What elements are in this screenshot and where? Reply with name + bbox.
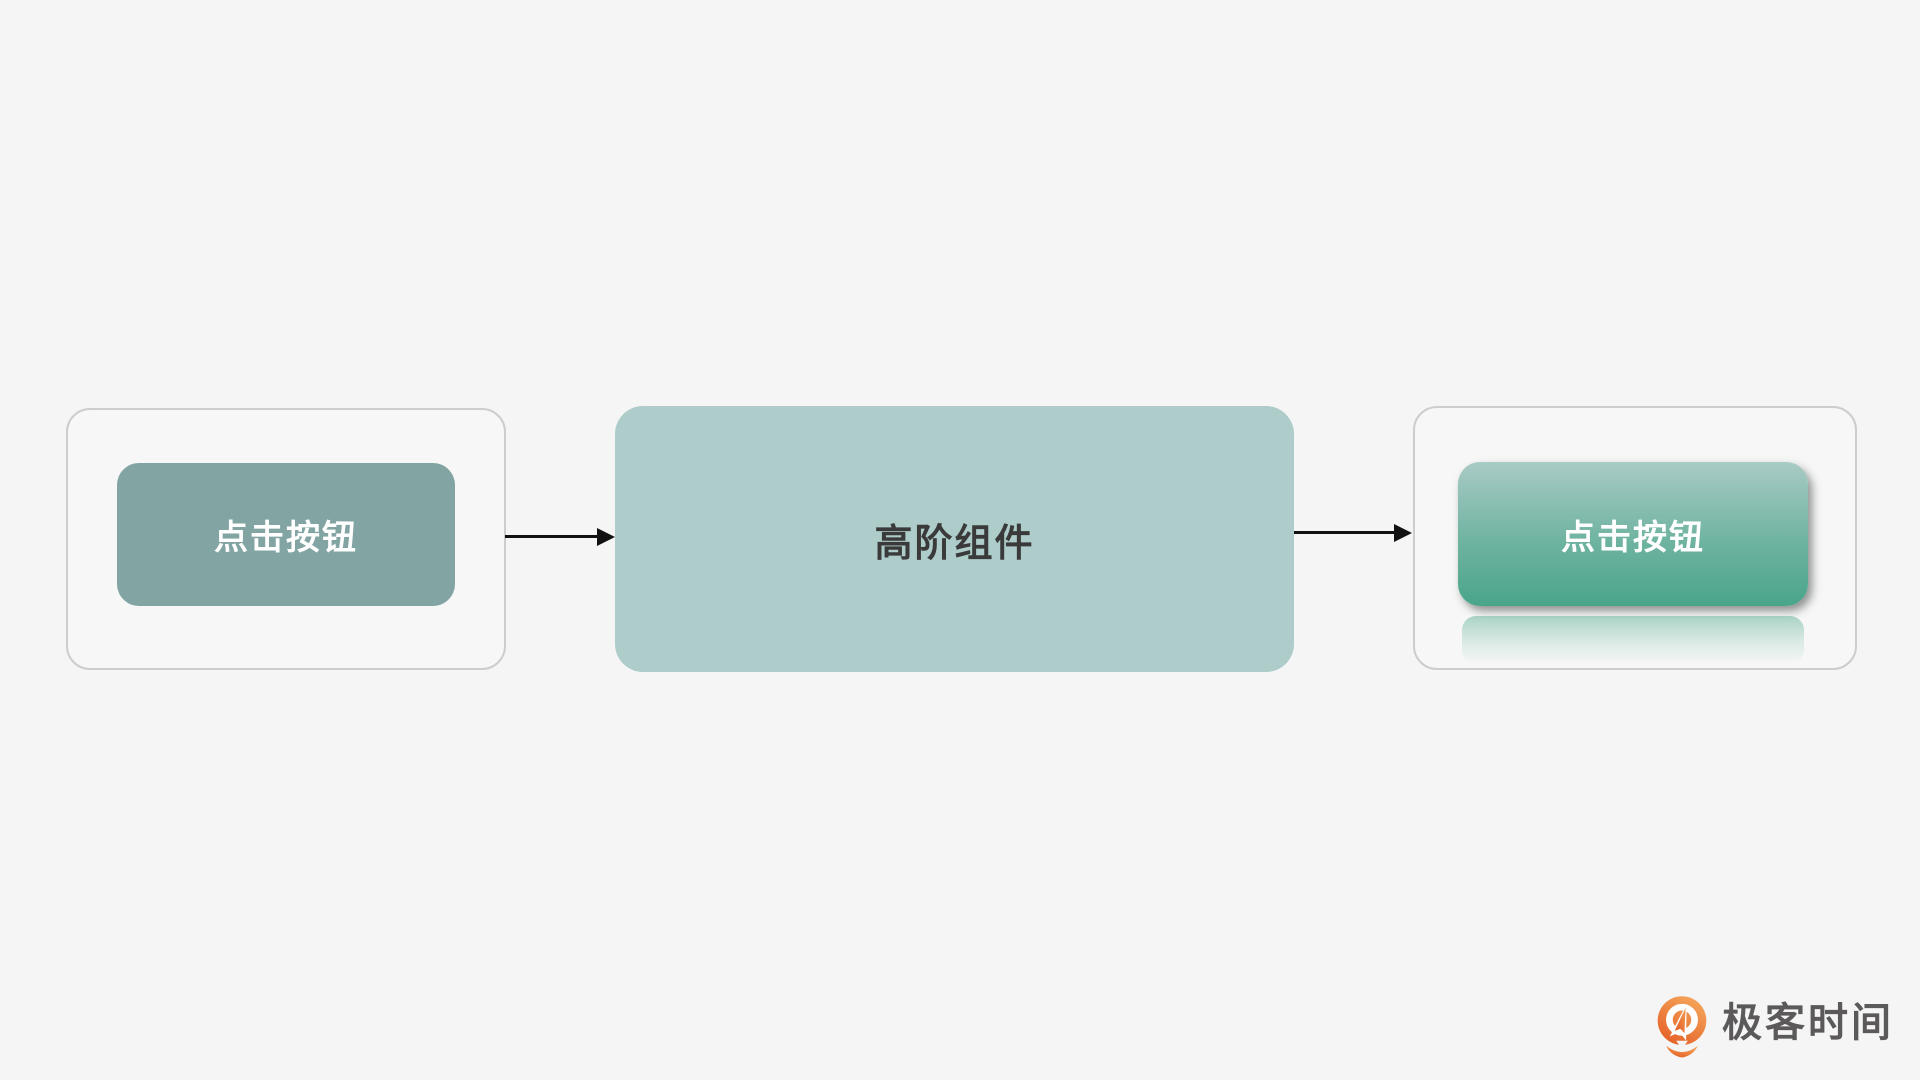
geektime-logo-icon: [1657, 996, 1707, 1058]
brand-name: 极客时间: [1722, 1001, 1894, 1045]
arrow-source-to-hoc-head-icon: [597, 528, 615, 546]
arrow-hoc-to-result-line: [1294, 531, 1395, 534]
result-click-button[interactable]: 点击按钮: [1458, 462, 1808, 606]
arrow-hoc-to-result-head-icon: [1394, 524, 1412, 542]
source-click-button[interactable]: 点击按钮: [117, 463, 455, 606]
hoc-box: 高阶组件: [615, 406, 1294, 672]
brand-logo: 极客时间: [1656, 995, 1894, 1063]
arrow-source-to-hoc-line: [505, 535, 598, 538]
